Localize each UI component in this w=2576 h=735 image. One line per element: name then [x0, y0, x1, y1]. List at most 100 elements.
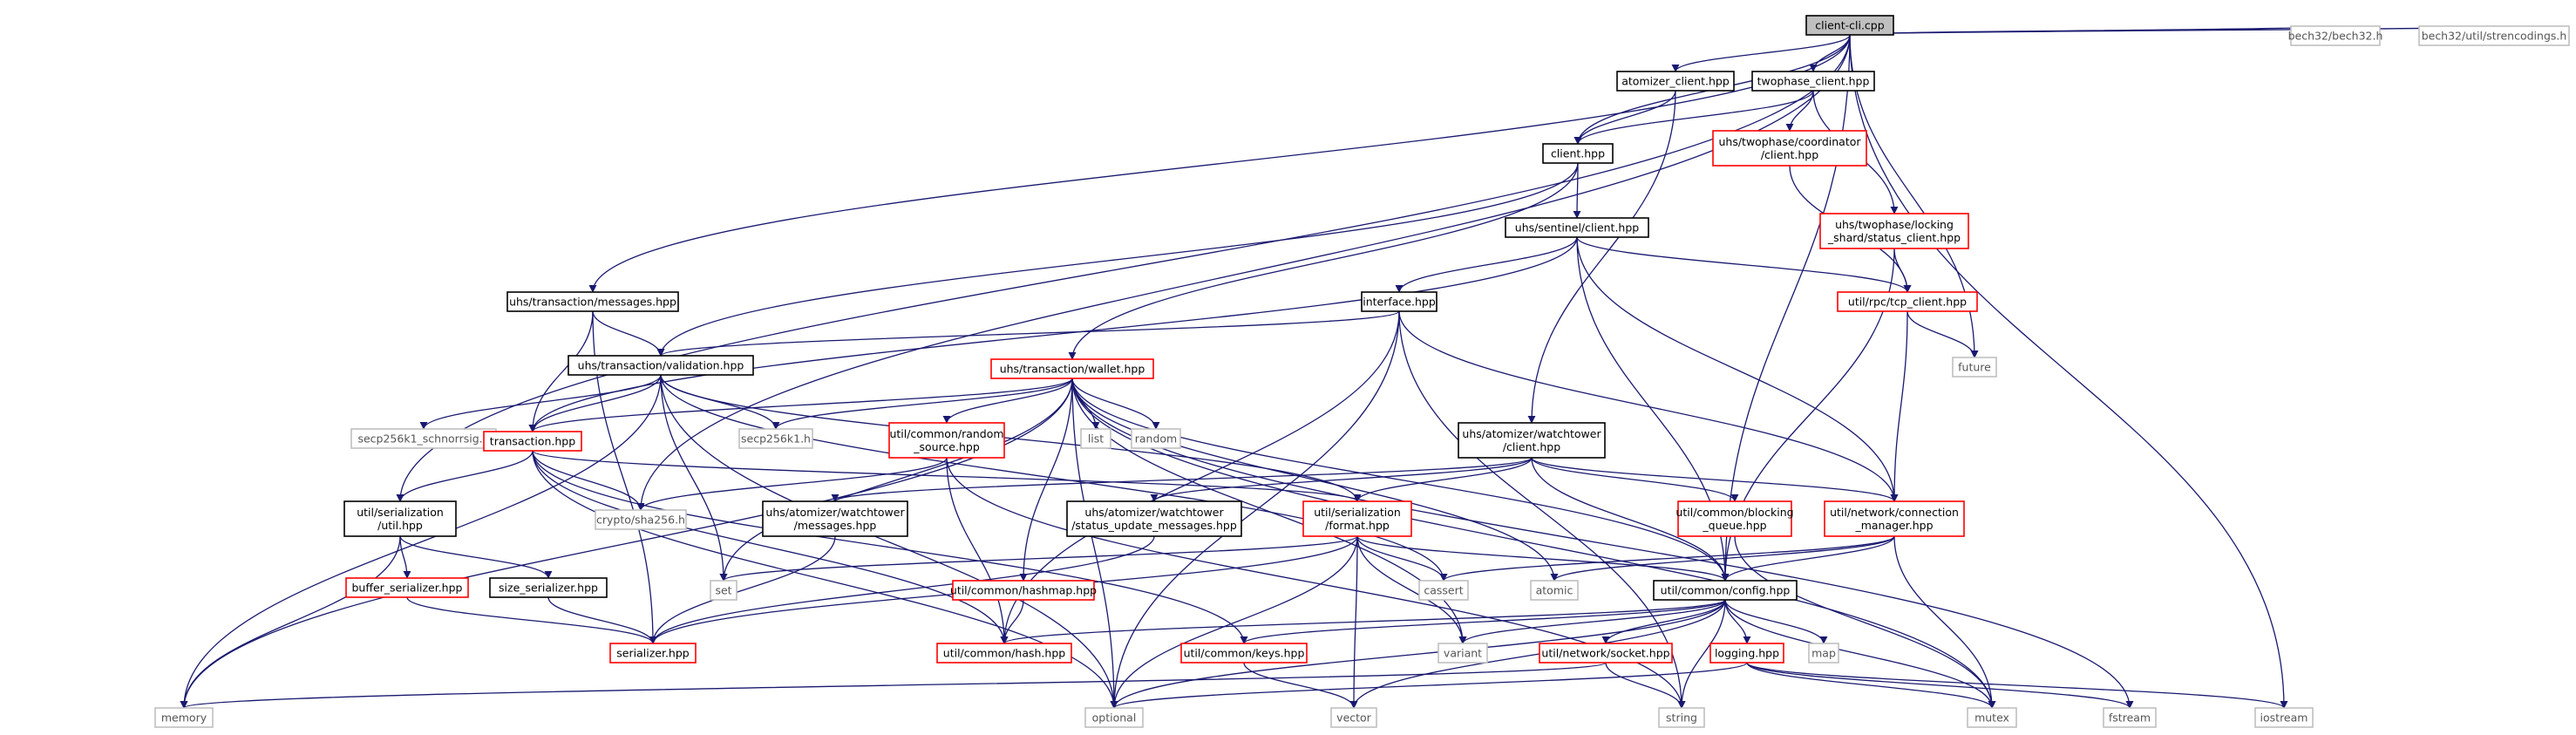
- node-coord_client[interactable]: uhs/twophase/coordinator/client.hpp: [1712, 130, 1867, 167]
- node-box: [738, 428, 813, 449]
- node-box: [2254, 707, 2314, 728]
- edge-format-to-variant: [1356, 535, 1467, 644]
- node-socket[interactable]: util/network/socket.hpp: [1539, 643, 1673, 664]
- edge-twophase_client-to-client_hpp: [1573, 90, 1814, 145]
- node-box: [1084, 707, 1144, 728]
- node-box: [1066, 500, 1242, 537]
- node-label: buffer_serializer.hpp: [352, 582, 463, 595]
- edge-config-to-variant: [1458, 599, 1726, 644]
- node-blocking_queue[interactable]: util/common/blocking_queue.hpp: [1675, 500, 1794, 537]
- edge-tcp_client-to-future: [1907, 310, 1979, 358]
- node-hash[interactable]: util/common/hash.hpp: [936, 643, 1072, 664]
- node-box: [1458, 422, 1606, 459]
- node-label: iostream: [2260, 711, 2308, 725]
- node-label: _shard/status_client.hpp: [1827, 231, 1961, 244]
- node-root[interactable]: client-cli.cpp: [1805, 15, 1894, 36]
- node-label: uhs/twophase/coordinator: [1718, 135, 1861, 148]
- node-conn_manager[interactable]: util/network/connection_manager.hpp: [1824, 500, 1965, 537]
- node-label: uhs/transaction/wallet.hpp: [1000, 363, 1145, 376]
- node-atomic: atomic: [1530, 580, 1579, 601]
- edge-transaction-to-optional: [532, 450, 1118, 709]
- node-label: crypto/sha256.h: [596, 514, 685, 527]
- edge-wallet-to-atomic: [1071, 378, 1559, 582]
- node-box: [1658, 707, 1705, 728]
- node-config[interactable]: util/common/config.hpp: [1653, 580, 1798, 601]
- node-label: string: [1666, 711, 1697, 725]
- edge-wallet-to-random_source: [942, 378, 1073, 424]
- edge-transaction-to-hash: [532, 450, 1009, 644]
- node-status_update[interactable]: uhs/atomizer/watchtower/status_update_me…: [1066, 500, 1242, 537]
- node-label: set: [715, 584, 731, 597]
- node-atomizer_client[interactable]: atomizer_client.hpp: [1616, 71, 1735, 92]
- node-sha256: crypto/sha256.h: [595, 509, 687, 530]
- node-label: serializer.hpp: [616, 647, 689, 660]
- node-label: interface.hpp: [1363, 296, 1436, 309]
- edge-wallet-to-config: [1071, 378, 1730, 582]
- node-box: [1616, 71, 1735, 92]
- edge-format-to-set: [719, 535, 1358, 582]
- node-client_hpp[interactable]: client.hpp: [1542, 143, 1614, 164]
- node-box: [1361, 291, 1438, 312]
- node-label: /util.hpp: [377, 519, 423, 532]
- node-secp256k1: secp256k1.h: [738, 428, 813, 449]
- edge-wallet-to-transaction: [528, 378, 1073, 432]
- edge-wt_messages-to-serializer: [649, 535, 836, 644]
- edge-transaction-to-util_hpp: [396, 450, 534, 502]
- node-box: [1080, 428, 1111, 449]
- node-label: bech32/bech32.h: [2288, 30, 2383, 43]
- edge-sentinel_client-to-interface: [1395, 236, 1578, 293]
- node-box: [952, 580, 1095, 601]
- edge-validation-to-format: [660, 374, 1362, 502]
- node-keys[interactable]: util/common/keys.hpp: [1180, 643, 1308, 664]
- node-box: [1542, 143, 1614, 164]
- node-tx_messages[interactable]: uhs/transaction/messages.hpp: [506, 291, 679, 312]
- edge-root-to-twophase_client: [1809, 34, 1851, 72]
- node-box: [1952, 357, 1997, 378]
- node-label: future: [1958, 361, 1991, 374]
- node-box: [1819, 213, 1969, 249]
- node-interface[interactable]: interface.hpp: [1361, 291, 1438, 312]
- edge-validation-to-cassert: [660, 374, 1448, 582]
- node-wallet[interactable]: uhs/transaction/wallet.hpp: [990, 358, 1154, 379]
- node-label: /status_update_messages.hpp: [1071, 519, 1237, 532]
- node-tcp_client[interactable]: util/rpc/tcp_client.hpp: [1837, 291, 1978, 312]
- edge-blocking_queue-to-mutex: [1734, 535, 1996, 709]
- node-transaction[interactable]: transaction.hpp: [483, 431, 582, 452]
- node-label: memory: [161, 711, 207, 725]
- edge-client_hpp-to-sentinel_client: [1573, 162, 1581, 219]
- node-size_ser[interactable]: size_serializer.hpp: [489, 577, 608, 598]
- node-label: uhs/atomizer/watchtower: [765, 506, 905, 519]
- edge-root-to-sha256: [636, 34, 1851, 511]
- node-serializer[interactable]: serializer.hpp: [609, 643, 697, 664]
- edge-validation-to-schnorrsig: [419, 374, 662, 430]
- edge-status_client-to-tcp_client: [1893, 248, 1912, 293]
- node-box: [1539, 643, 1673, 664]
- node-status_client[interactable]: uhs/twophase/locking_shard/status_client…: [1819, 213, 1969, 249]
- edge-client_hpp-to-validation: [656, 162, 1579, 357]
- node-box: [154, 707, 214, 728]
- edge-transaction-to-format: [532, 450, 1362, 502]
- node-twophase_client[interactable]: twophase_client.hpp: [1751, 71, 1875, 92]
- node-util_hpp[interactable]: util/serialization/util.hpp: [343, 500, 457, 537]
- node-vector: vector: [1330, 707, 1377, 728]
- node-wt_client[interactable]: uhs/atomizer/watchtower/client.hpp: [1458, 422, 1606, 459]
- node-format[interactable]: util/serialization/format.hpp: [1302, 500, 1412, 537]
- node-buffer_ser[interactable]: buffer_serializer.hpp: [345, 577, 469, 598]
- edge-logging-to-iostream: [1746, 662, 2288, 709]
- nodes-layer: client-cli.cpp atomizer_client.hpp twophas…: [154, 15, 2570, 728]
- edge-random_source-to-hash: [946, 457, 1009, 644]
- node-wt_messages[interactable]: uhs/atomizer/watchtower/messages.hpp: [762, 500, 908, 537]
- node-validation[interactable]: uhs/transaction/validation.hpp: [568, 355, 754, 376]
- node-box: [506, 291, 679, 312]
- node-hashmap[interactable]: util/common/hashmap.hpp: [950, 580, 1097, 601]
- node-box: [1418, 580, 1469, 601]
- node-box: [888, 422, 1005, 459]
- node-label: uhs/transaction/validation.hpp: [578, 359, 744, 372]
- node-label: logging.hpp: [1715, 647, 1779, 660]
- node-sentinel_client[interactable]: uhs/sentinel/client.hpp: [1505, 217, 1649, 238]
- edge-atomizer_client-to-wt_client: [1527, 90, 1676, 424]
- node-random_source[interactable]: util/common/random_source.hpp: [888, 422, 1005, 459]
- node-logging[interactable]: logging.hpp: [1709, 643, 1784, 664]
- edge-sentinel_client-to-transaction: [528, 236, 1578, 432]
- node-label: _manager.hpp: [1854, 519, 1933, 532]
